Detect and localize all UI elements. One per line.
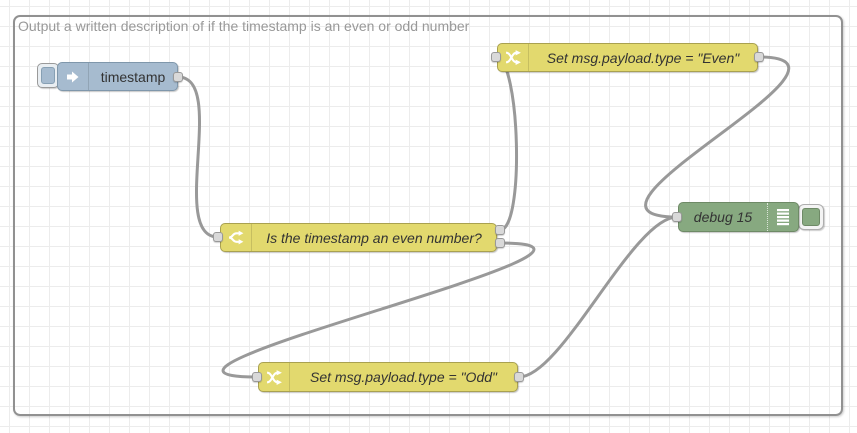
wire-switch-to-even[interactable] [494,55,519,232]
wire-odd-to-debug[interactable] [517,215,679,379]
change-even-node-label: Set msg.payload.type = "Even" [546,49,740,66]
switch-input-port[interactable] [213,232,223,242]
inject-trigger-button-face [41,67,55,84]
switch-fork-icon [221,224,252,251]
change-odd-output-port[interactable] [514,372,524,382]
wire-inject-to-switch[interactable] [176,75,220,239]
inject-trigger-button[interactable] [37,63,59,88]
switch-output-port-2[interactable] [495,238,505,248]
inject-arrow-icon [58,63,89,90]
switch-output-port-1[interactable] [495,225,505,235]
wire-switch-to-odd[interactable] [221,241,536,379]
group-outline[interactable] [13,15,843,416]
inject-node[interactable]: timestamp [57,62,178,91]
debug-enable-toggle[interactable] [798,204,824,230]
inject-node-label: timestamp [100,68,166,85]
change-even-node[interactable]: Set msg.payload.type = "Even" [497,43,758,72]
debug-enable-toggle-face [802,208,820,226]
change-odd-node-label: Set msg.payload.type = "Odd" [310,369,497,385]
debug-node-label: debug 15 [693,209,753,225]
change-even-output-port[interactable] [754,52,764,62]
switch-node[interactable]: Is the timestamp an even number? [220,223,497,252]
inject-output-port[interactable] [173,72,183,82]
change-shuffle-icon [259,363,290,391]
change-odd-node[interactable]: Set msg.payload.type = "Odd" [258,362,518,392]
switch-node-label: Is the timestamp an even number? [266,229,482,246]
wire-even-to-debug[interactable] [644,55,791,219]
group-label[interactable]: Output a written description of if the t… [18,18,470,34]
change-even-input-port[interactable] [491,52,501,62]
debug-node[interactable]: debug 15 [678,202,799,232]
change-shuffle-icon [498,44,529,71]
debug-list-icon [767,203,798,231]
change-odd-input-port[interactable] [252,372,262,382]
debug-input-port[interactable] [672,212,682,222]
